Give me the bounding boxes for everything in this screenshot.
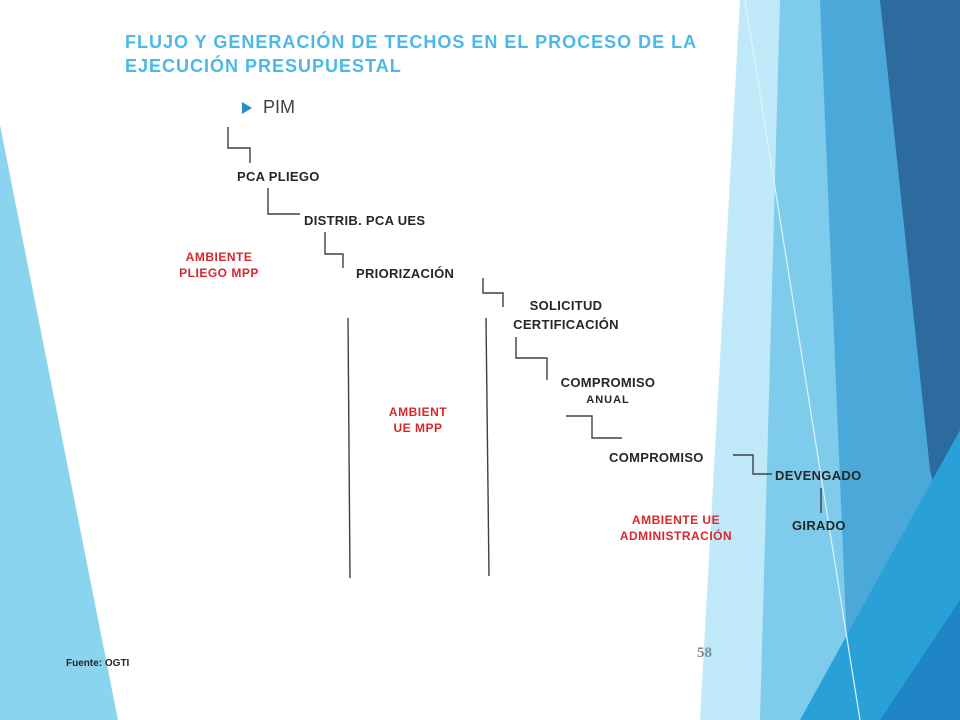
divider-right (485, 317, 490, 577)
right-bottom-teal (800, 430, 960, 720)
node-compromiso: COMPROMISO (609, 450, 704, 465)
label-ambiente-pliego-line1: AMBIENTE (185, 250, 253, 264)
label-ambiente-ue-administracion: AMBIENTE UE ADMINISTRACIÓN (605, 512, 747, 544)
connector-pca-distrib (267, 188, 300, 215)
connector-distrib-priorizacion (324, 232, 344, 268)
left-light-triangle (0, 125, 118, 720)
connector-pim-pca (227, 127, 251, 163)
divider-left (347, 317, 351, 579)
right-bottom-dark (880, 600, 960, 720)
label-ambiente-ue-mpp-line2: UE MPP (393, 421, 443, 435)
source-note: Fuente: OGTI (66, 658, 130, 669)
node-solicitud-line1: SOLICITUD (529, 298, 603, 313)
node-distrib-pca-ues: DISTRIB. PCA UES (304, 213, 426, 228)
node-solicitud-certificacion: SOLICITUD CERTIFICACIÓN (498, 298, 634, 332)
bullet-pim-label: PIM (263, 97, 296, 117)
connector-compromiso-devengado (733, 454, 772, 475)
decor-thin-line (744, 0, 861, 720)
label-ambiente-pliego-mpp: AMBIENTE PLIEGO MPP (168, 249, 270, 281)
right-dark-band (880, 0, 960, 600)
bullet-pim: PIM (242, 97, 295, 118)
label-ambiente-ue-adm-line1: AMBIENTE UE (631, 513, 721, 527)
label-ambiente-ue-mpp: AMBIENT UE MPP (376, 404, 460, 436)
connector-solicitud-compromiso-anual (515, 337, 548, 380)
node-compromiso-anual: COMPROMISO ANUAL (550, 375, 666, 406)
label-ambiente-ue-mpp-line1: AMBIENT (388, 405, 448, 419)
connector-compromiso-anual-compromiso (566, 415, 622, 439)
node-girado: GIRADO (792, 518, 846, 533)
node-compromiso-anual-line1: COMPROMISO (560, 375, 656, 390)
label-ambiente-pliego-line2: PLIEGO MPP (179, 266, 259, 280)
label-ambiente-ue-adm-line2: ADMINISTRACIÓN (619, 529, 733, 543)
node-priorizacion: PRIORIZACIÓN (356, 266, 455, 281)
connector-priorizacion-solicitud (482, 278, 504, 307)
node-compromiso-anual-line2: ANUAL (586, 394, 630, 406)
node-solicitud-line2: CERTIFICACIÓN (513, 317, 619, 332)
node-pca-pliego: PCA PLIEGO (237, 169, 320, 184)
node-devengado: DEVENGADO (775, 468, 862, 483)
bullet-arrow-icon (242, 101, 252, 114)
page-title: FLUJO Y GENERACIÓN DE TECHOS EN EL PROCE… (125, 32, 697, 76)
page-number: 58 (697, 645, 712, 661)
